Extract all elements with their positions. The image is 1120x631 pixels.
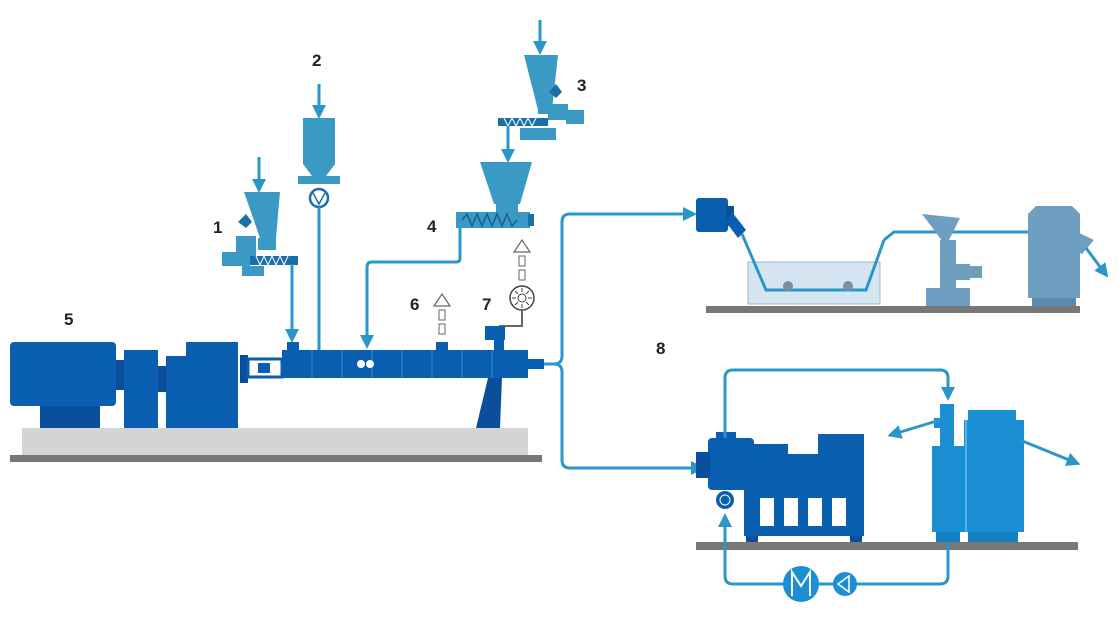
drive-motor [10, 342, 238, 428]
label-2: 2 [312, 51, 322, 70]
pelletizer [887, 404, 1081, 542]
water-bath [740, 233, 886, 305]
upper-die-head [696, 198, 746, 238]
coupling [240, 355, 284, 383]
label-1: 1 [213, 218, 223, 237]
label-6: 6 [410, 295, 420, 314]
extruder-barrel [282, 342, 544, 428]
upper-floor [706, 306, 1080, 313]
cutter-unit [1028, 206, 1109, 306]
feeder-4 [360, 162, 534, 349]
label-5: 5 [64, 310, 74, 329]
haul-off [883, 214, 1030, 306]
secondary-extruder [696, 432, 864, 542]
label-8: 8 [656, 339, 666, 358]
water-circuit [718, 368, 955, 602]
melt-pipes [544, 207, 705, 475]
vacuum-7 [485, 238, 535, 350]
feeder-2 [298, 84, 340, 350]
lower-floor [696, 542, 1078, 550]
label-7: 7 [482, 295, 492, 314]
label-3: 3 [577, 76, 587, 95]
feeder-1 [222, 157, 299, 343]
vent-6 [432, 292, 452, 335]
main-floor [10, 428, 542, 462]
feeder-3 [498, 20, 584, 163]
label-4: 4 [427, 217, 437, 236]
